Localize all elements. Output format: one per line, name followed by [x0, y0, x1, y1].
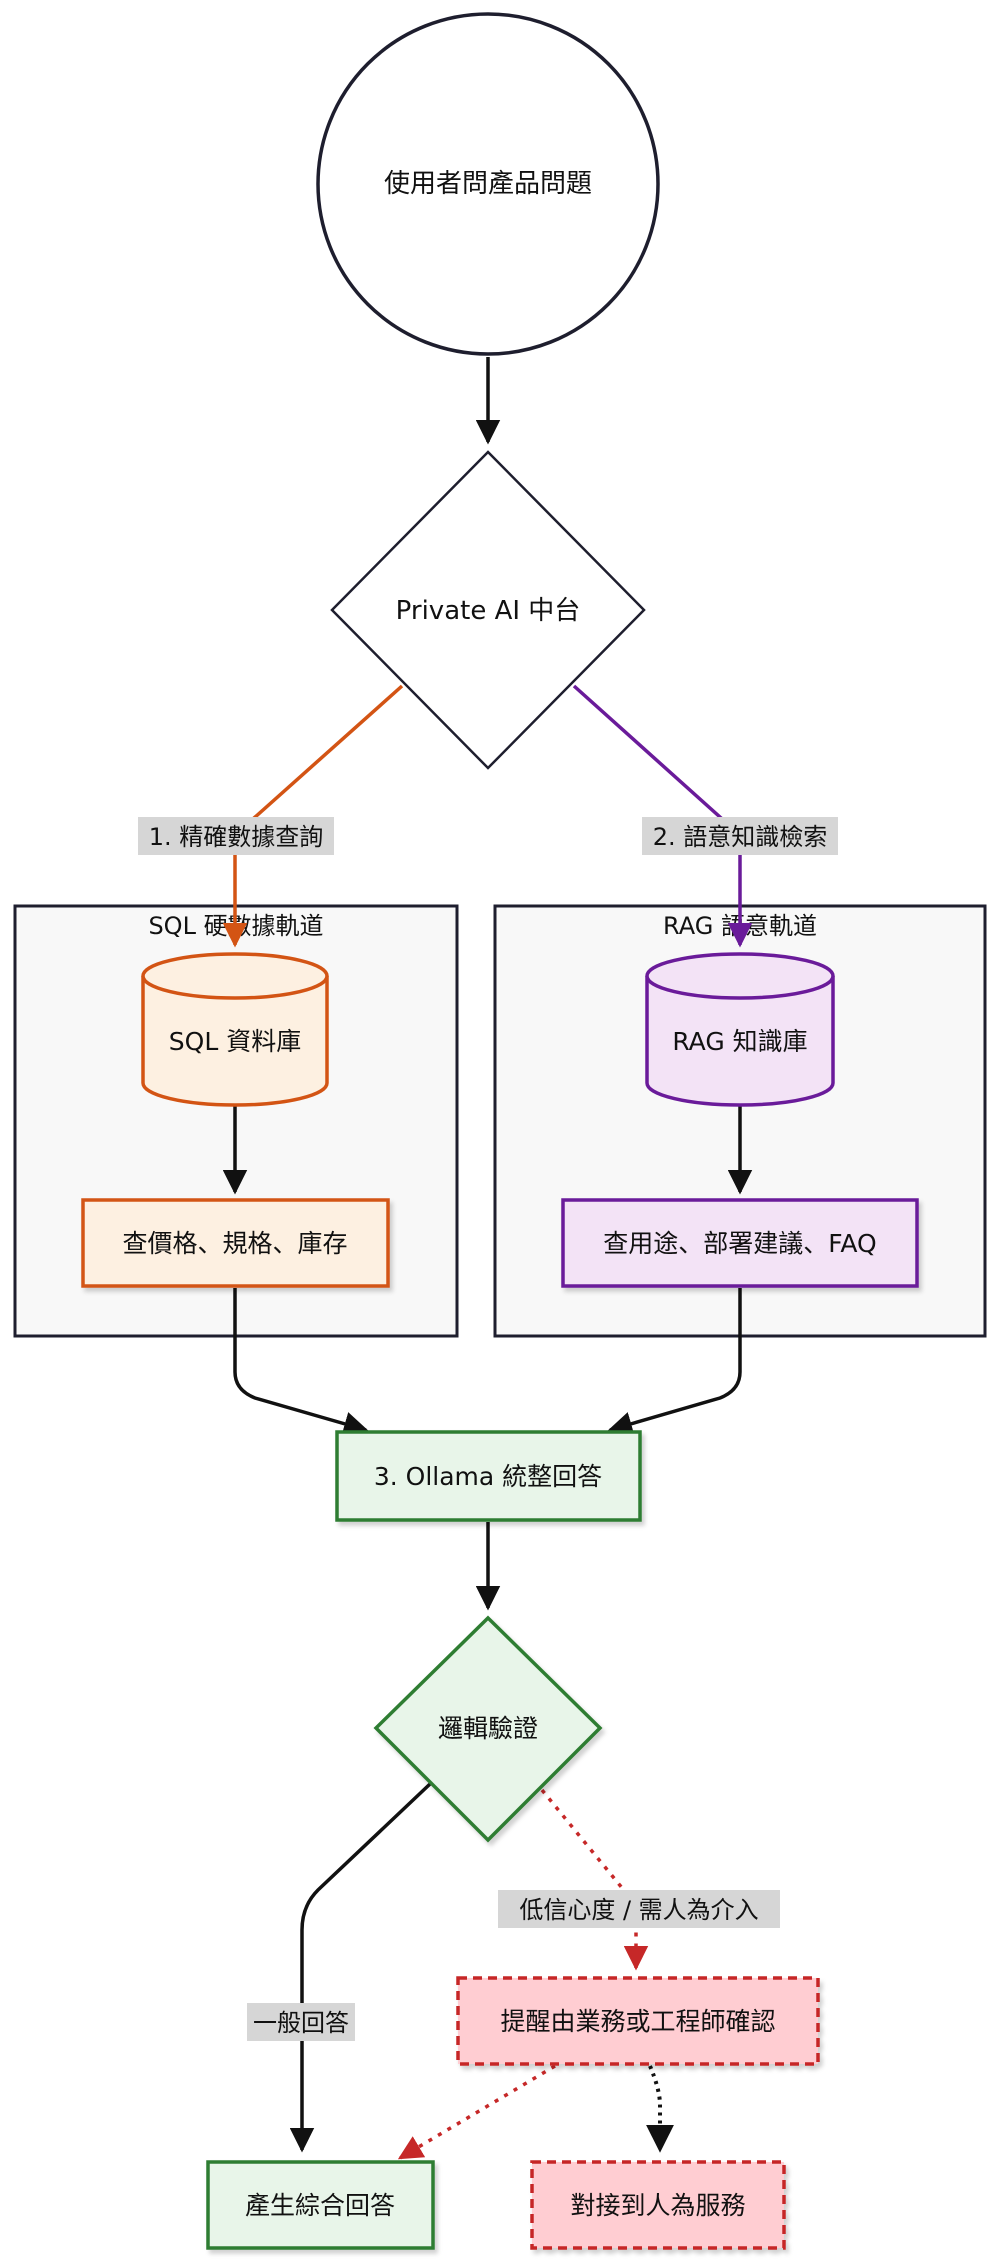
edge-ragquery-to-merge [607, 1288, 742, 1436]
rag-query-label: 查用途、部署建議、FAQ [603, 1229, 876, 1258]
start-node: 使用者問產品問題 [316, 12, 660, 356]
platform-decision-label: Private AI 中台 [396, 596, 581, 626]
edge-alert-to-answer [397, 2064, 556, 2160]
edge-validate-to-answer [289, 1782, 432, 2153]
sql-database: SQL 資料庫 [141, 952, 329, 1107]
edge-label-low-confidence: 低信心度 / 需人為介入 [498, 1890, 780, 1928]
sql-query-label: 查價格、規格、庫存 [122, 1229, 347, 1258]
edges [222, 357, 753, 2160]
alert-node: 提醒由業務或工程師確認 [456, 1976, 820, 2066]
edge-label-to-rag: 2. 語意知識檢索 [642, 817, 838, 855]
edge-validate-to-alert [540, 1788, 649, 1971]
rag-database-label: RAG 知識庫 [672, 1027, 807, 1056]
edge-alert-to-human [646, 2065, 674, 2153]
edge-label-normal: 一般回答 [247, 2003, 355, 2041]
answer-node-label: 產生綜合回答 [245, 2191, 395, 2220]
edge-label-to-rag-text: 2. 語意知識檢索 [653, 823, 828, 851]
edge-label-low-confidence-text: 低信心度 / 需人為介入 [519, 1896, 758, 1924]
rag-database: RAG 知識庫 [645, 952, 835, 1107]
merge-node: 3. Ollama 統整回答 [335, 1430, 642, 1522]
human-service-node: 對接到人為服務 [530, 2160, 786, 2250]
start-node-label: 使用者問產品問題 [384, 169, 592, 199]
edge-sqlquery-to-merge [233, 1288, 369, 1436]
validate-decision: 邏輯驗證 [373, 1615, 603, 1843]
edge-label-normal-text: 一般回答 [253, 2009, 349, 2037]
platform-decision: Private AI 中台 [330, 450, 646, 770]
validate-decision-label: 邏輯驗證 [438, 1714, 538, 1743]
alert-node-label: 提醒由業務或工程師確認 [500, 2007, 775, 2036]
edge-label-to-sql: 1. 精確數據查詢 [138, 817, 334, 855]
merge-node-label: 3. Ollama 統整回答 [374, 1462, 602, 1491]
rag-query-node: 查用途、部署建議、FAQ [561, 1198, 919, 1288]
sql-query-node: 查價格、規格、庫存 [81, 1198, 390, 1288]
answer-node: 產生綜合回答 [206, 2160, 435, 2250]
human-service-label: 對接到人為服務 [570, 2191, 745, 2220]
sql-database-label: SQL 資料庫 [169, 1027, 301, 1056]
edge-label-to-sql-text: 1. 精確數據查詢 [149, 823, 324, 851]
